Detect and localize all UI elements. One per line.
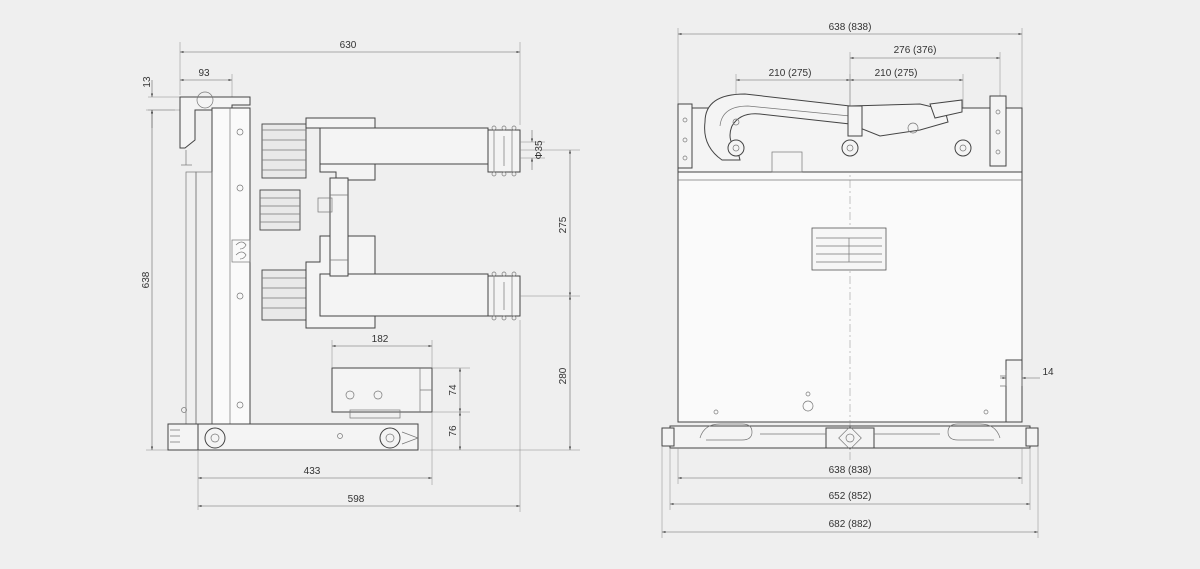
lifting-hook-symbol xyxy=(235,241,247,260)
dim-side-gap: 14 xyxy=(1000,367,1054,386)
side-view: 630 93 13 638 xyxy=(141,40,580,512)
dim-base-length: 598 xyxy=(198,320,521,512)
lower-contact-tulip xyxy=(487,271,521,321)
front-view: 638 (838) 276 (376) 210 (275) 210 (275) xyxy=(661,22,1054,538)
dim-label-638-838-top: 638 (838) xyxy=(829,22,872,33)
operating-lever xyxy=(704,93,972,173)
dim-front-base-width-3: 682 (882) xyxy=(661,446,1039,538)
chassis-base xyxy=(167,423,419,451)
upper-contact-arm xyxy=(319,127,489,165)
lower-contact-arm xyxy=(319,273,489,317)
dim-label-638-height: 638 xyxy=(141,271,152,288)
right-latch xyxy=(1000,359,1023,423)
dim-lower-height: 280 xyxy=(558,296,572,450)
dim-overall-width: 630 xyxy=(179,40,521,125)
dim-front-top-width: 638 (838) xyxy=(677,22,1023,108)
dim-wheel-height: 76 xyxy=(448,412,462,450)
dim-label-210-275-right: 210 (275) xyxy=(875,68,918,79)
dim-label-280: 280 xyxy=(558,367,569,384)
dim-label-93: 93 xyxy=(198,68,210,79)
dim-label-13: 13 xyxy=(142,76,153,88)
dim-label-182: 182 xyxy=(372,334,389,345)
nameplate xyxy=(811,227,887,271)
dim-label-74: 74 xyxy=(448,384,459,396)
right-side-bracket xyxy=(989,95,1007,167)
dim-wheel-span: 433 xyxy=(197,412,433,510)
dim-label-652-852: 652 (852) xyxy=(829,491,872,502)
dim-label-630: 630 xyxy=(340,40,357,51)
front-chassis-base xyxy=(661,423,1039,450)
dim-phase-spacing: 275 xyxy=(558,150,572,296)
dim-top-height: 13 xyxy=(142,76,180,128)
dim-front-base-width-1: 638 (838) xyxy=(677,448,1023,484)
dim-label-210-275-left: 210 (275) xyxy=(769,68,812,79)
middle-insulator xyxy=(259,189,301,231)
dim-front-right-span: 276 (376) xyxy=(849,45,1001,100)
main-frame-plate xyxy=(211,107,251,425)
dim-overall-height: 638 xyxy=(141,109,175,451)
fuse-link xyxy=(329,177,349,277)
dim-label-433: 433 xyxy=(304,466,321,477)
dim-label-276-376: 276 (376) xyxy=(894,45,937,56)
dim-label-638-838-bottom: 638 (838) xyxy=(829,465,872,476)
dim-label-598: 598 xyxy=(348,494,365,505)
dim-label-14: 14 xyxy=(1042,367,1054,378)
upper-insulator xyxy=(261,123,307,179)
lower-insulator xyxy=(261,269,307,321)
dim-bracket-width: 182 xyxy=(331,334,433,368)
upper-contact-tulip xyxy=(487,125,521,177)
dim-label-76: 76 xyxy=(448,425,459,437)
dim-bracket-height: 74 xyxy=(432,367,470,413)
dim-label-275: 275 xyxy=(558,216,569,233)
dim-front-base-width-2: 652 (852) xyxy=(669,448,1031,510)
dim-label-682-882: 682 (882) xyxy=(829,519,872,530)
left-side-bracket xyxy=(677,103,693,169)
dim-top-offset: 93 xyxy=(180,68,233,100)
operating-bracket xyxy=(331,367,433,419)
